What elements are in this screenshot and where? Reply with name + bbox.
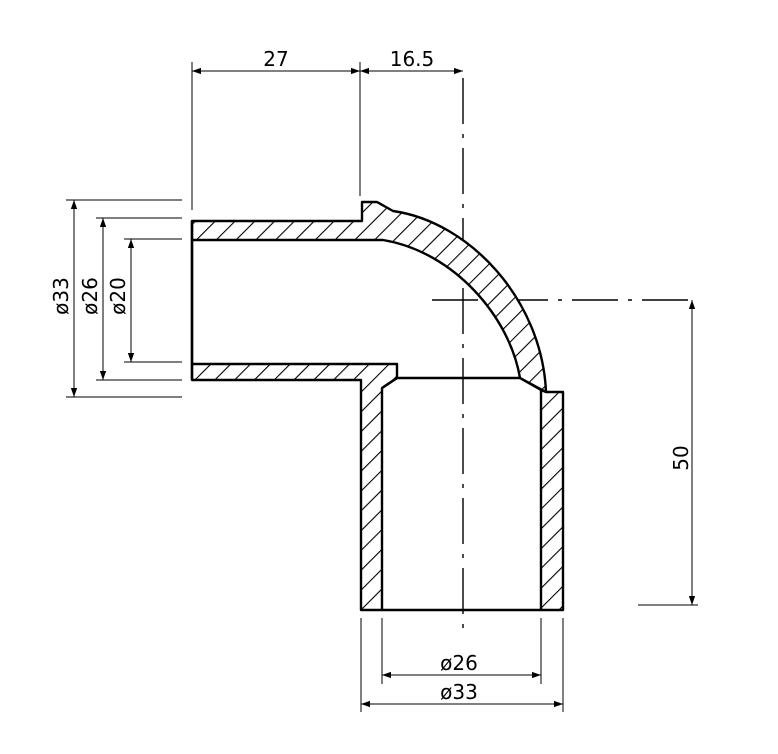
socket-bore-outline (381, 376, 542, 612)
diameter-33-left-label: ø33 (49, 277, 73, 315)
dimension-27-label: 27 (263, 47, 288, 71)
diameter-26-left-label: ø26 (78, 277, 102, 315)
diameter-20-left-label: ø20 (106, 277, 130, 315)
diameter-26-bottom-label: ø26 (440, 651, 478, 675)
diameter-33-bottom-label: ø33 (440, 680, 478, 704)
dimension-50-label: 50 (669, 445, 693, 470)
upper-wall-section (190, 200, 548, 394)
lower-wall-section (190, 362, 399, 612)
dimension-16-5-label: 16.5 (390, 47, 435, 71)
right-wall-section (539, 388, 565, 612)
